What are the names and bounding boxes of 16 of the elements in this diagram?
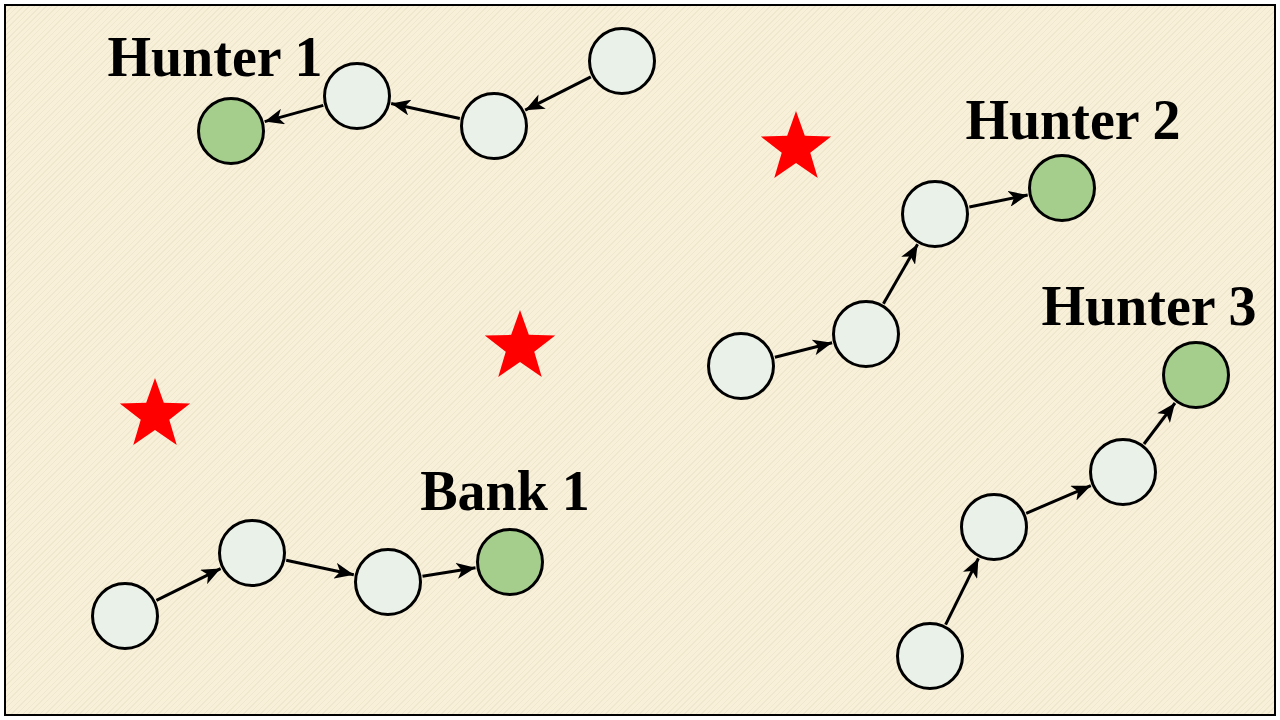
arrow bbox=[524, 75, 592, 112]
node-label: Hunter 1 bbox=[107, 29, 323, 85]
arrow bbox=[882, 243, 919, 305]
arrow bbox=[969, 191, 1028, 209]
arrow bbox=[774, 339, 833, 359]
node-label: Bank 1 bbox=[420, 463, 590, 519]
arrow bbox=[1025, 484, 1092, 515]
node-label: Hunter 2 bbox=[965, 92, 1181, 148]
arrow bbox=[264, 103, 324, 125]
arrow bbox=[422, 562, 476, 579]
arrow bbox=[285, 558, 355, 579]
arrow bbox=[944, 557, 980, 626]
arrow bbox=[390, 99, 461, 120]
arrow bbox=[1142, 402, 1177, 445]
node-label: Hunter 3 bbox=[1041, 278, 1257, 334]
arrow bbox=[155, 567, 222, 602]
